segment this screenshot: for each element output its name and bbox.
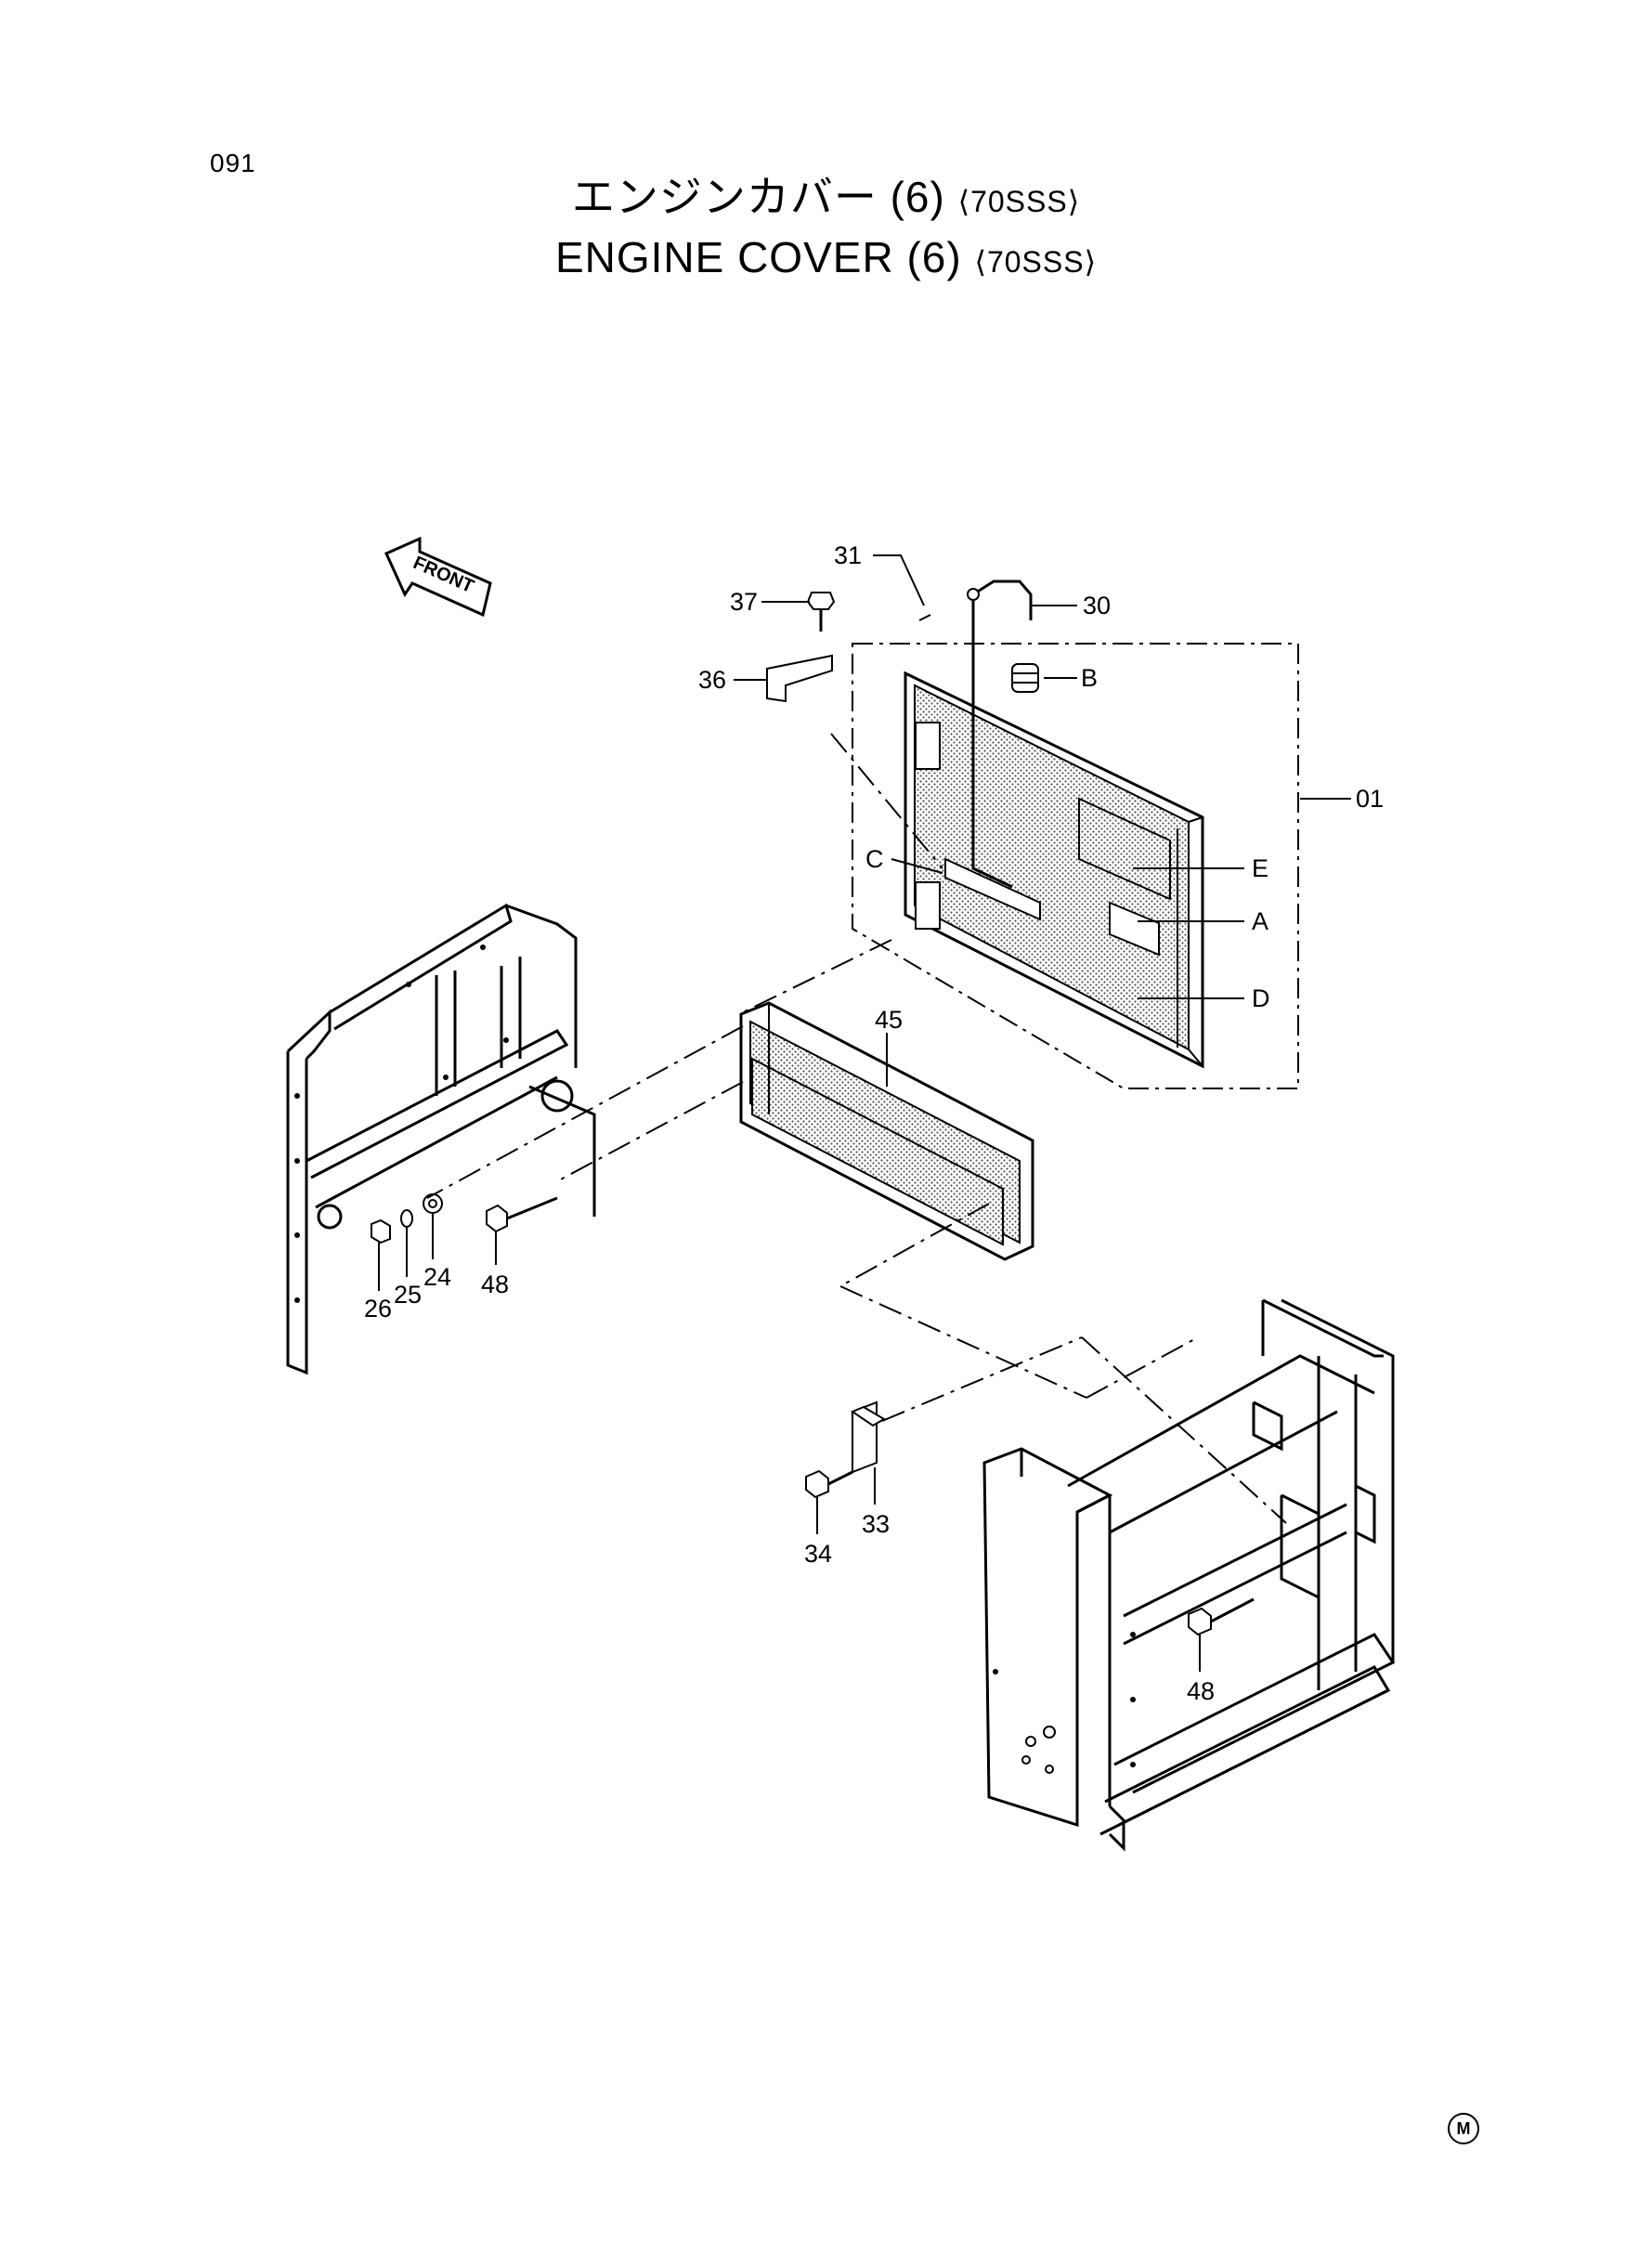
leader-lines	[378, 554, 1351, 1672]
hinge-33	[850, 1401, 886, 1474]
callout-25: 25	[394, 1281, 422, 1309]
callout-30: 30	[1083, 592, 1111, 619]
callout-26: 26	[364, 1295, 392, 1322]
callout-24: 24	[423, 1263, 451, 1291]
rubber-grommet	[1011, 663, 1039, 693]
front-arrow-icon: FRONT	[384, 536, 492, 618]
callout-A: A	[1252, 907, 1268, 935]
title-block: エンジンカバー (6) ⟨70SSS⟩ ENGINE COVER (6) ⟨70…	[0, 169, 1652, 290]
right-frame	[982, 1298, 1396, 1852]
side-cover-45	[739, 1001, 1034, 1261]
callout-E: E	[1252, 854, 1268, 882]
title-model-jp: ⟨70SSS⟩	[957, 185, 1081, 218]
callout-34: 34	[804, 1540, 832, 1568]
callout-B: B	[1081, 664, 1098, 692]
assembly-01-boundary	[852, 643, 1299, 1089]
callout-D: D	[1252, 984, 1270, 1012]
callout-31: 31	[834, 541, 862, 569]
title-japanese: エンジンカバー (6) ⟨70SSS⟩	[0, 169, 1652, 229]
callout-48-right: 48	[1187, 1677, 1215, 1705]
engine-cover-door	[904, 671, 1204, 1069]
title-model-en: ⟨70SSS⟩	[974, 245, 1098, 279]
callout-45: 45	[875, 1006, 903, 1034]
nut-26-icon	[371, 1218, 391, 1244]
right-frame-holes	[993, 1632, 1136, 1774]
bolt-48-right-icon	[1188, 1597, 1255, 1636]
callout-labels: 01 E A D B 30 31 37 36 C 45 26 25 24 48 …	[364, 541, 1384, 1705]
left-frame	[286, 903, 596, 1375]
stay-rod	[918, 580, 1033, 889]
callout-36: 36	[698, 666, 726, 694]
callout-01: 01	[1356, 785, 1384, 813]
callout-C: C	[865, 845, 884, 873]
bolt-34-icon	[805, 1469, 853, 1499]
washer-24-icon	[423, 1193, 443, 1214]
title-english: ENGINE COVER (6) ⟨70SSS⟩	[0, 229, 1652, 290]
callout-33: 33	[862, 1510, 890, 1538]
page-number: 091	[210, 149, 256, 177]
title-japanese-text: エンジンカバー (6)	[571, 173, 945, 221]
bolt-48-left-icon	[486, 1196, 558, 1233]
callout-37: 37	[730, 588, 758, 616]
m-mark-icon: M	[1448, 2113, 1479, 2144]
callout-48-left: 48	[481, 1270, 509, 1298]
title-english-text: ENGINE COVER (6)	[554, 233, 962, 281]
left-frame-holes	[294, 945, 509, 1303]
bracket-36	[766, 654, 833, 703]
bolt-37-icon	[806, 592, 836, 632]
assembly-guide-lines	[426, 733, 1287, 1524]
spring-washer-25-icon	[400, 1209, 413, 1228]
